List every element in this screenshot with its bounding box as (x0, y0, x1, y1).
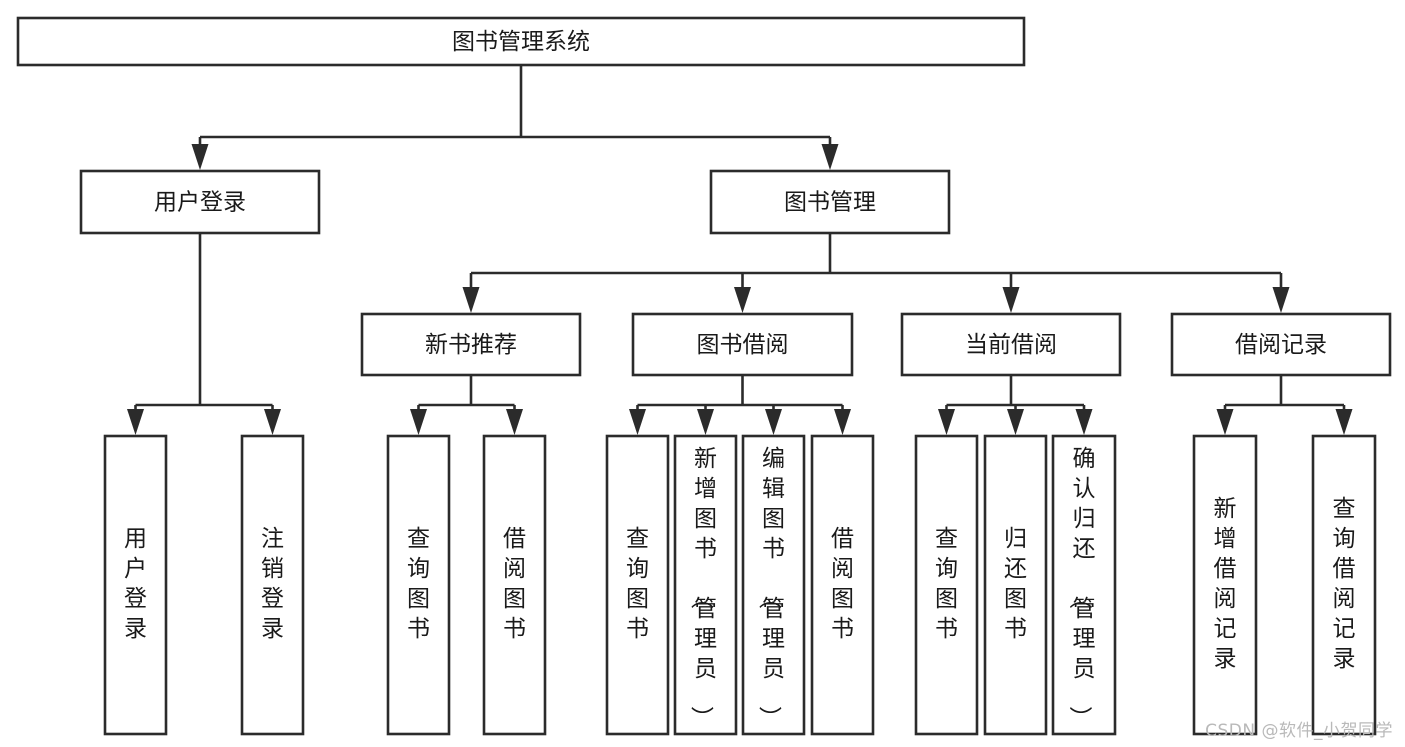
node-label-book-management: 图书管理 (784, 190, 876, 216)
node-book-borrow[interactable]: 图书借阅 (631, 312, 854, 377)
node-root[interactable]: 图书管理系统 (16, 16, 1026, 67)
node-leaf-query-book-borrow[interactable]: 查询图书 (605, 434, 670, 736)
node-label-user-login: 用户登录 (154, 190, 246, 216)
node-box-book-management[interactable] (709, 169, 951, 235)
node-leaf-query-book-recommend[interactable]: 查询图书 (386, 434, 451, 736)
connector-current-borrow (938, 375, 1093, 435)
connector-layer (127, 65, 1353, 435)
node-label-leaf-confirm-return: 确认归还（管理员） (1067, 446, 1096, 729)
node-box-leaf-borrow-book[interactable] (810, 434, 875, 736)
node-label-leaf-logout: 注销登录 (261, 526, 284, 642)
node-leaf-edit-book[interactable]: 编辑图书（管理员） (741, 434, 806, 736)
arrow-head-icon (462, 287, 480, 313)
node-label-leaf-return-book: 归还图书 (1004, 526, 1027, 642)
node-box-user-login[interactable] (79, 169, 321, 235)
arrow-head-icon (1272, 287, 1290, 313)
node-label-leaf-query-book-borrow: 查询图书 (626, 526, 649, 642)
node-box-leaf-borrow-book-recommend[interactable] (482, 434, 547, 736)
arrow-head-icon (506, 409, 523, 435)
node-label-leaf-query-book-current: 查询图书 (935, 526, 958, 642)
arrow-head-icon (629, 409, 646, 435)
node-box-leaf-return-book[interactable] (983, 434, 1048, 736)
connector-borrow-record (1216, 375, 1353, 435)
node-box-leaf-query-book-recommend[interactable] (386, 434, 451, 736)
arrow-head-icon (1216, 409, 1234, 435)
node-box-root[interactable] (16, 16, 1026, 67)
arrow-head-icon (127, 409, 144, 435)
node-box-leaf-confirm-return[interactable] (1051, 434, 1117, 736)
node-label-leaf-add-borrow-record: 新增借阅记录 (1214, 496, 1237, 672)
node-box-leaf-add-book[interactable] (673, 434, 738, 736)
connector-book-borrow (629, 375, 851, 435)
node-box-leaf-query-borrow-record[interactable] (1311, 434, 1377, 736)
node-leaf-add-book[interactable]: 新增图书（管理员） (673, 434, 738, 736)
node-box-borrow-record[interactable] (1170, 312, 1392, 377)
arrow-head-icon (1075, 409, 1093, 435)
node-box-current-borrow[interactable] (900, 312, 1122, 377)
node-box-leaf-user-login[interactable] (103, 434, 168, 736)
arrow-head-icon (410, 409, 427, 435)
node-label-leaf-add-book: 新增图书（管理员） (688, 446, 717, 729)
arrow-head-icon (1002, 287, 1020, 313)
node-box-leaf-query-book-borrow[interactable] (605, 434, 670, 736)
node-label-leaf-query-book-recommend: 查询图书 (407, 526, 430, 642)
node-label-new-book-recommend: 新书推荐 (425, 332, 517, 358)
connector-root (191, 65, 839, 170)
node-label-root: 图书管理系统 (452, 29, 590, 55)
arrow-head-icon (734, 287, 751, 313)
node-leaf-user-login[interactable]: 用户登录 (103, 434, 168, 736)
connector-new-book-recommend (410, 375, 523, 435)
node-current-borrow[interactable]: 当前借阅 (900, 312, 1122, 377)
node-book-management[interactable]: 图书管理 (709, 169, 951, 235)
node-borrow-record[interactable]: 借阅记录 (1170, 312, 1392, 377)
node-label-current-borrow: 当前借阅 (965, 332, 1057, 358)
node-new-book-recommend[interactable]: 新书推荐 (360, 312, 582, 377)
node-box-leaf-query-book-current[interactable] (914, 434, 979, 736)
arrow-head-icon (834, 409, 851, 435)
node-label-leaf-borrow-book-recommend: 借阅图书 (503, 526, 526, 642)
node-box-leaf-edit-book[interactable] (741, 434, 806, 736)
node-leaf-confirm-return[interactable]: 确认归还（管理员） (1051, 434, 1117, 736)
node-leaf-return-book[interactable]: 归还图书 (983, 434, 1048, 736)
node-box-leaf-add-borrow-record[interactable] (1192, 434, 1258, 736)
node-label-leaf-edit-book: 编辑图书（管理员） (756, 446, 785, 729)
node-leaf-query-book-current[interactable]: 查询图书 (914, 434, 979, 736)
node-leaf-logout[interactable]: 注销登录 (240, 434, 305, 736)
arrow-head-icon (1335, 409, 1353, 435)
csdn-watermark: CSDN @软件_小贺同学 (1205, 721, 1393, 741)
node-label-leaf-query-borrow-record: 查询借阅记录 (1333, 496, 1356, 672)
arrow-head-icon (1007, 409, 1024, 435)
node-label-leaf-borrow-book: 借阅图书 (831, 526, 854, 642)
node-layer: 图书管理系统用户登录图书管理新书推荐图书借阅当前借阅借阅记录用户登录注销登录查询… (16, 16, 1392, 736)
arrow-head-icon (765, 409, 782, 435)
arrow-head-icon (697, 409, 714, 435)
node-label-book-borrow: 图书借阅 (697, 332, 789, 358)
node-label-borrow-record: 借阅记录 (1235, 332, 1327, 358)
arrow-head-icon (191, 144, 209, 170)
node-label-leaf-user-login: 用户登录 (124, 526, 147, 642)
node-user-login[interactable]: 用户登录 (79, 169, 321, 235)
arrow-head-icon (938, 409, 955, 435)
node-leaf-add-borrow-record[interactable]: 新增借阅记录 (1192, 434, 1258, 736)
arrow-head-icon (264, 409, 281, 435)
connector-book-management (462, 233, 1290, 313)
node-box-new-book-recommend[interactable] (360, 312, 582, 377)
connector-user-login (127, 233, 281, 435)
node-box-leaf-logout[interactable] (240, 434, 305, 736)
node-box-book-borrow[interactable] (631, 312, 854, 377)
node-leaf-query-borrow-record[interactable]: 查询借阅记录 (1311, 434, 1377, 736)
arrow-head-icon (821, 144, 839, 170)
node-leaf-borrow-book[interactable]: 借阅图书 (810, 434, 875, 736)
node-leaf-borrow-book-recommend[interactable]: 借阅图书 (482, 434, 547, 736)
